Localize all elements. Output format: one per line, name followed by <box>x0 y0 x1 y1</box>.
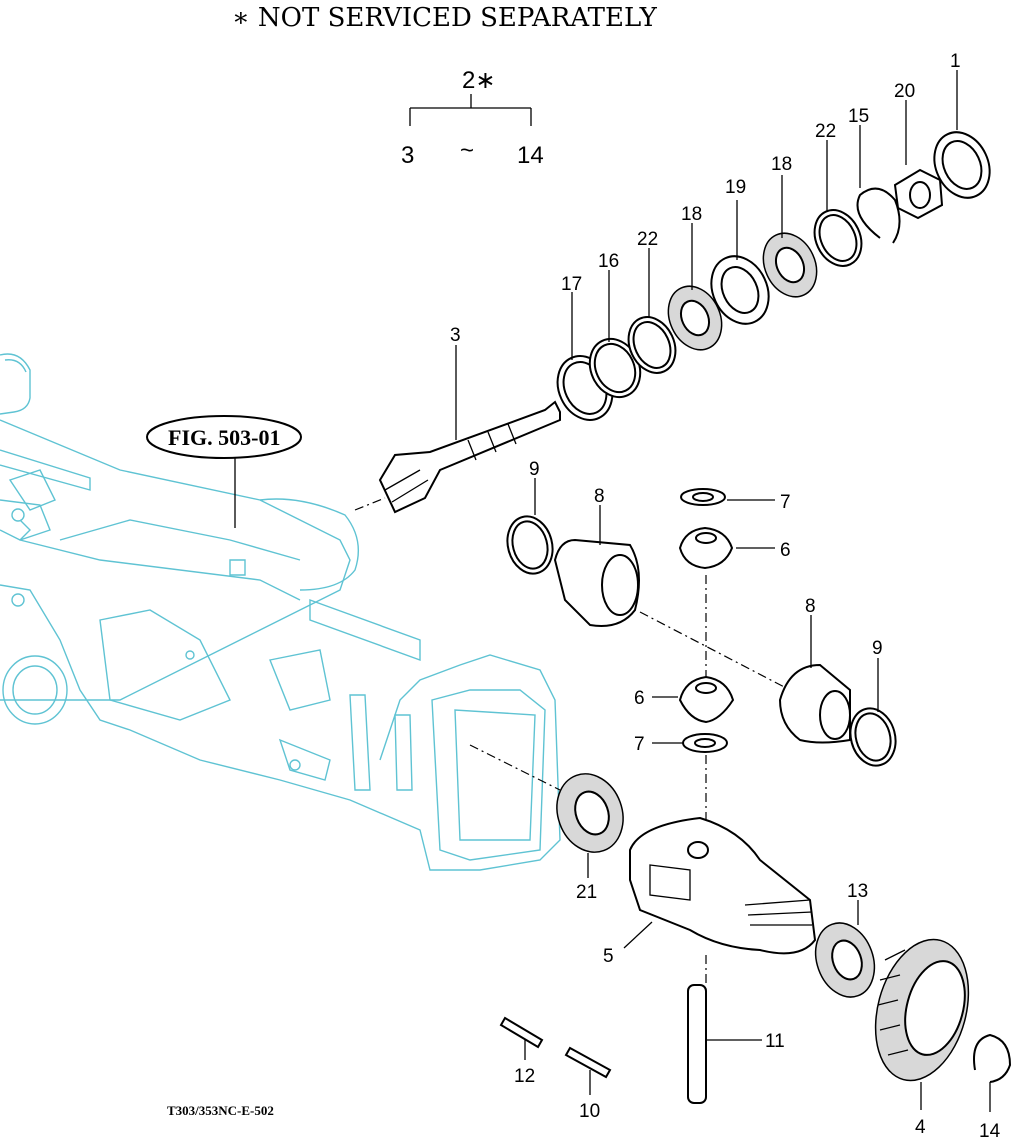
callout-18-upper[interactable]: 18 <box>771 154 792 175</box>
callout-9-right[interactable]: 9 <box>872 638 883 659</box>
callout-15[interactable]: 15 <box>848 106 869 127</box>
callout-10[interactable]: 10 <box>579 1101 600 1122</box>
pin-10[interactable] <box>564 1046 612 1079</box>
callout-12[interactable]: 12 <box>514 1066 535 1087</box>
fig-reference-label: FIG. 503-01 <box>168 425 280 450</box>
callout-20[interactable]: 20 <box>894 81 915 102</box>
differential-internals <box>506 488 897 767</box>
callout-17[interactable]: 17 <box>561 274 582 295</box>
drawing-code: T303/353NC-E-502 <box>167 1103 274 1118</box>
center-lines <box>354 497 791 985</box>
shaft-rings <box>556 131 991 421</box>
callout-13[interactable]: 13 <box>847 881 868 902</box>
snap-ring-15[interactable] <box>856 187 901 244</box>
callout-22-lower[interactable]: 22 <box>637 229 658 250</box>
callout-16[interactable]: 16 <box>598 251 619 272</box>
callout-6-top[interactable]: 6 <box>780 540 791 561</box>
assembly-number: 2∗ <box>462 67 495 94</box>
callout-21[interactable]: 21 <box>576 882 597 903</box>
callout-6-bottom[interactable]: 6 <box>634 688 645 709</box>
callout-19[interactable]: 19 <box>725 177 746 198</box>
fig-reference[interactable]: FIG. 503-01 <box>146 415 302 528</box>
differential-assembly <box>499 773 1012 1104</box>
callout-22-upper[interactable]: 22 <box>815 121 836 142</box>
pinion-gear-6-top[interactable] <box>678 526 734 570</box>
assembly-bracket: 2∗ 3 ~ 14 <box>401 67 544 169</box>
pinion-shaft[interactable] <box>378 400 561 514</box>
callout-4[interactable]: 4 <box>915 1117 926 1138</box>
differential-case-5[interactable] <box>629 816 817 955</box>
pinion-gear-6-bottom[interactable] <box>678 675 735 724</box>
callout-8-right[interactable]: 8 <box>805 596 816 617</box>
range-end: 14 <box>517 142 544 169</box>
not-serviced-note: ∗ NOT SERVICED SEPARATELY <box>232 3 658 33</box>
callout-18-lower[interactable]: 18 <box>681 204 702 225</box>
callout-9-left[interactable]: 9 <box>529 459 540 480</box>
snap-ring-14[interactable] <box>973 1033 1012 1083</box>
range-start: 3 <box>401 142 414 169</box>
callout-14[interactable]: 14 <box>979 1121 1001 1142</box>
callout-11[interactable]: 11 <box>765 1031 785 1052</box>
pin-12[interactable] <box>499 1016 544 1049</box>
callout-8-left[interactable]: 8 <box>594 486 605 507</box>
callout-7-top[interactable]: 7 <box>780 492 791 513</box>
callout-7-bottom[interactable]: 7 <box>634 734 645 755</box>
range-tilde: ~ <box>460 137 474 164</box>
callouts: 1 20 15 22 18 19 18 22 16 17 3 9 8 7 6 8… <box>450 51 1001 1142</box>
callout-5[interactable]: 5 <box>603 946 614 967</box>
callout-3[interactable]: 3 <box>450 325 461 346</box>
callout-1[interactable]: 1 <box>950 51 961 72</box>
transmission-housing <box>0 353 561 871</box>
leader-lines <box>455 70 991 1112</box>
shaft-11[interactable] <box>687 984 707 1104</box>
